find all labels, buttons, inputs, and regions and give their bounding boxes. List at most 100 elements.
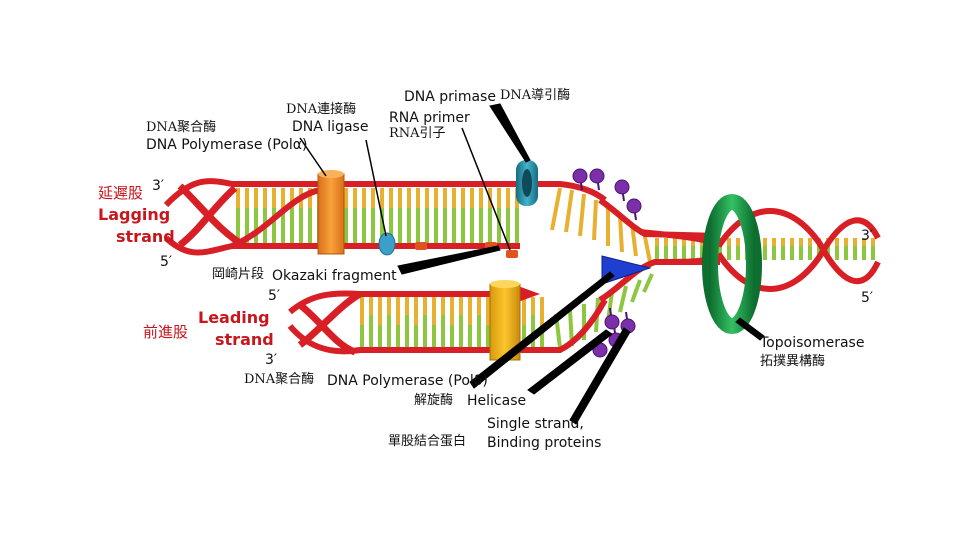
dna-primase-label-en: DNA primase xyxy=(404,89,496,105)
base-pair xyxy=(414,297,418,325)
base-pair xyxy=(452,208,456,243)
base-pair xyxy=(425,208,429,243)
base-pair xyxy=(736,246,740,260)
dna-primase-hole xyxy=(522,169,532,197)
base-pair xyxy=(299,208,303,243)
base-pair xyxy=(497,188,501,208)
leading-label-en-2: strand xyxy=(215,330,274,349)
okazaki-label-en: Okazaki fragment xyxy=(272,268,397,284)
base-pair xyxy=(407,208,411,243)
base-pair xyxy=(443,188,447,208)
base-pair xyxy=(468,325,472,347)
base-pair xyxy=(470,208,474,243)
base-pair xyxy=(389,208,393,243)
dna-primase-label-zh: DNA導引酶 xyxy=(500,88,571,103)
unpaired-base xyxy=(642,273,654,293)
base-pair xyxy=(344,208,348,243)
base-pair xyxy=(844,238,848,246)
base-pair xyxy=(450,325,454,347)
base-pair xyxy=(461,188,465,208)
base-pair xyxy=(853,246,857,260)
base-pair xyxy=(506,188,510,208)
rna-primer-label-zh: RNA引子 xyxy=(389,126,446,141)
unpaired-base xyxy=(592,199,598,241)
leading-label-zh: 前進股 xyxy=(143,323,189,341)
helicase-label-en: Helicase xyxy=(467,393,527,409)
base-pair xyxy=(396,297,400,325)
base-pair xyxy=(263,188,267,208)
base-pair xyxy=(416,208,420,243)
leading-arrowhead xyxy=(518,286,540,302)
base-pair xyxy=(369,315,373,347)
base-pair xyxy=(790,246,794,260)
base-pair xyxy=(432,297,436,325)
base-pair xyxy=(245,188,249,208)
base-pair xyxy=(486,325,490,347)
base-pair xyxy=(799,238,803,246)
base-pair xyxy=(835,246,839,260)
base-pair xyxy=(398,208,402,243)
base-pair xyxy=(664,238,668,246)
base-pair xyxy=(673,246,677,260)
base-pair xyxy=(459,315,463,347)
base-pair xyxy=(362,188,366,208)
base-pair xyxy=(772,246,776,260)
base-pair xyxy=(727,238,731,246)
base-pair xyxy=(477,315,481,347)
lagging-helix-cross xyxy=(177,183,247,250)
base-pair xyxy=(353,188,357,208)
topoisomerase-ring xyxy=(702,194,762,334)
base-pair xyxy=(486,297,490,325)
base-pair xyxy=(423,315,427,347)
dna-polymerase-alpha-label-en: DNA Polymerase (Polα) xyxy=(146,137,308,153)
base-pair xyxy=(405,297,409,315)
base-pair xyxy=(414,325,418,347)
base-pair xyxy=(425,188,429,208)
parent-duplex-base-pairs xyxy=(655,238,875,260)
base-pair xyxy=(479,188,483,208)
base-pair xyxy=(506,208,510,243)
base-pair xyxy=(682,246,686,260)
base-pair xyxy=(434,188,438,208)
unpaired-base xyxy=(630,279,642,303)
lagging-3prime: 3′ xyxy=(152,178,165,194)
unpaired-base xyxy=(550,187,562,231)
ssb-protein xyxy=(589,168,605,184)
base-pair xyxy=(477,297,481,315)
leading-helix-cross xyxy=(297,290,362,356)
base-pair xyxy=(245,208,249,243)
base-pair xyxy=(871,238,875,246)
base-pair xyxy=(369,297,373,315)
base-pair xyxy=(763,238,767,246)
base-pair xyxy=(531,315,535,347)
base-pair xyxy=(522,325,526,347)
lagging-label-zh: 延遲股 xyxy=(98,184,144,202)
base-pair xyxy=(396,325,400,347)
base-pair xyxy=(853,238,857,246)
base-pair xyxy=(682,238,686,246)
base-pair xyxy=(772,238,776,246)
base-pair xyxy=(272,208,276,243)
base-pair xyxy=(808,238,812,246)
base-pair xyxy=(378,297,382,325)
base-pair xyxy=(727,246,731,260)
base-pair xyxy=(434,208,438,243)
unpaired-base xyxy=(618,285,628,313)
base-pair xyxy=(540,297,544,325)
leading-template-backbone xyxy=(287,298,608,355)
dna-ligase-label-en: DNA ligase xyxy=(292,119,369,135)
base-pair xyxy=(450,297,454,325)
base-pair xyxy=(655,246,659,260)
base-pair xyxy=(441,315,445,347)
dna-polymerase-delta-top xyxy=(490,280,520,288)
base-pair xyxy=(380,208,384,243)
lagging-new-backbone-2 xyxy=(230,187,321,249)
ssb-label-zh: 單股結合蛋白 xyxy=(388,434,467,449)
base-pair xyxy=(387,297,391,315)
okazaki-label-zh: 岡崎片段 xyxy=(212,267,265,282)
base-pair xyxy=(407,188,411,208)
helicase-label-zh: 解旋酶 xyxy=(414,393,454,408)
lagging-5prime: 5′ xyxy=(160,254,173,270)
base-pair xyxy=(281,208,285,243)
